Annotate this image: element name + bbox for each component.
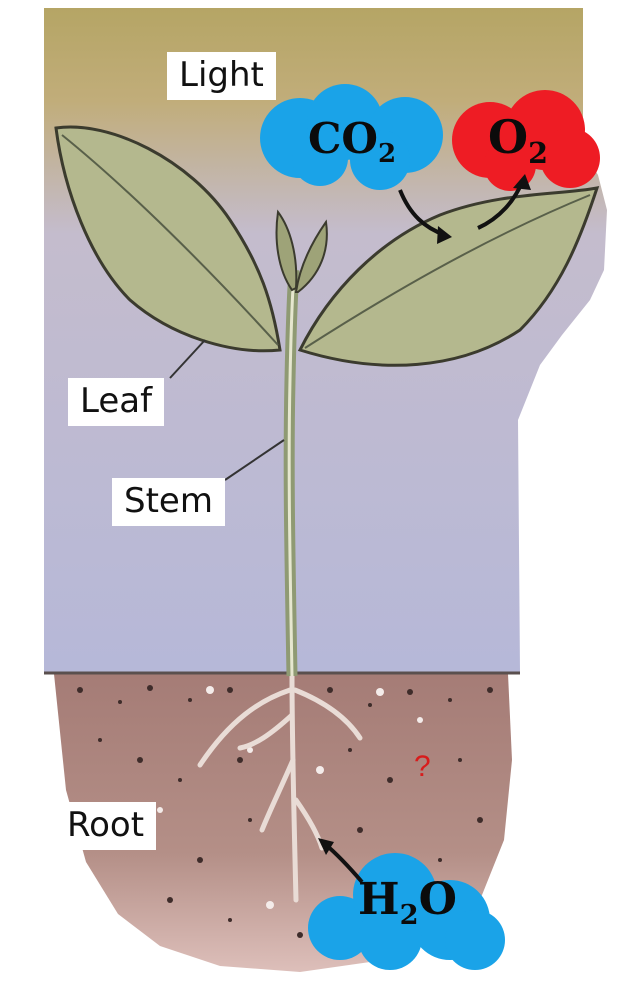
light-label: Light [167, 52, 276, 100]
root-label: Root [55, 802, 156, 850]
o2-subscript: 2 [528, 136, 548, 170]
co2-formula: CO2 [308, 118, 396, 160]
leaf-label: Leaf [68, 378, 164, 426]
o2-base: O [488, 110, 528, 164]
question-mark: ? [414, 752, 431, 782]
co2-subscript: 2 [378, 139, 396, 169]
co2-base: CO [308, 114, 378, 163]
o2-formula: O2 [488, 114, 548, 160]
h2o-subscript: 2 [400, 899, 419, 931]
h2o-pre: H [358, 874, 400, 925]
stem-label: Stem [112, 478, 225, 526]
h2o-formula: H2O [358, 878, 457, 922]
h2o-post: O [419, 874, 457, 925]
